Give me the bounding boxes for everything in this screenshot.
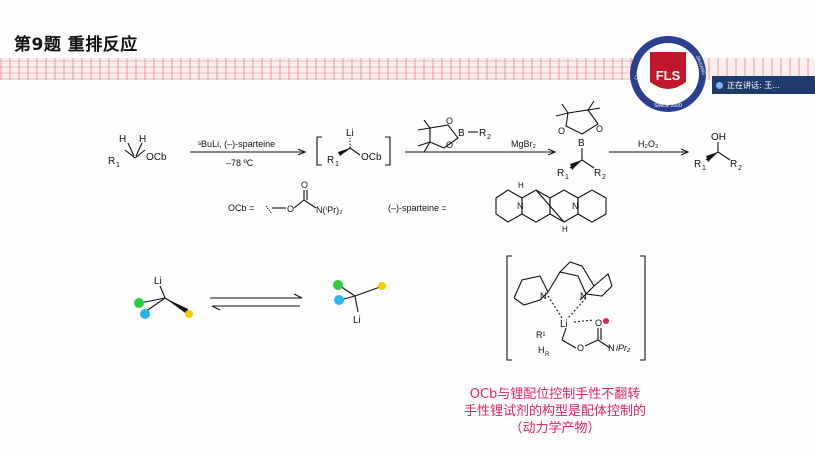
boronate-o1: O (446, 116, 453, 126)
yellow-substituent (185, 310, 193, 318)
intermediate-li: Li (346, 128, 354, 139)
speaking-indicator[interactable]: 正在讲话: 王... (712, 76, 815, 94)
reactant-r1: R (108, 156, 115, 167)
sparteine-h2: H (562, 225, 568, 234)
reactant-h2: H (139, 134, 146, 145)
boronate-r2-sub: 2 (487, 134, 491, 141)
reactant-r1-sub: 1 (116, 162, 120, 169)
logo-ring-right: JIAXIANG (695, 55, 707, 76)
logo-since: SINCE 2000 (654, 103, 682, 109)
step1-reagent: ˢBuLi, (–)-sparteine (198, 139, 275, 149)
note-line-1: OCb与锂配位控制手性不翻转 (469, 387, 641, 402)
left-li-label: Li (154, 276, 162, 287)
boronate-o2: O (446, 140, 453, 150)
complex-h: H (538, 345, 545, 355)
product2-r2: R (730, 159, 737, 170)
green-substituent (134, 298, 144, 308)
complex-n2: N (580, 291, 587, 301)
complex-ester-o: O (577, 343, 584, 353)
sparteine-n2: N (572, 201, 579, 211)
green-substituent-right (333, 280, 343, 290)
product1-o1: O (558, 126, 565, 136)
speaking-text: 正在讲话: 王... (727, 80, 780, 90)
h2o2-reagent: H₂O₂ (638, 139, 659, 149)
product2-r2-sub: 2 (738, 165, 742, 172)
product1-o2: O (596, 124, 603, 134)
mgbr2-reagent: MgBr₂ (511, 139, 537, 149)
intermediate-r1: R (327, 155, 334, 166)
note-line-3: （动力学产物） (509, 421, 601, 436)
complex-n-ipr: N (608, 343, 615, 353)
reactant-h1: H (119, 134, 126, 145)
product1-r1-sub: 1 (565, 174, 569, 181)
product2-r1-sub: 1 (702, 165, 706, 172)
page-title: 第9题 重排反应 (14, 35, 138, 55)
product2-oh: OH (711, 132, 726, 143)
header-banner-right (690, 58, 815, 80)
complex-li: Li (560, 319, 568, 330)
ocb-definition-label: OCb = (228, 203, 254, 213)
ocb-amine: N(ⁱPr)₂ (316, 205, 343, 215)
ocb-ester-o: O (287, 204, 294, 214)
note-line-2: 手性锂试剂的构型是配体控制的 (463, 404, 646, 419)
product1-r1: R (557, 168, 564, 179)
cyan-substituent (140, 309, 150, 319)
complex-h-sub: R (545, 352, 550, 358)
boronate-r2: R (479, 128, 486, 139)
school-logo: FLS CHENGDU JIAXIANG SINCE 2000 (630, 36, 707, 112)
intermediate-r1-sub: 1 (335, 161, 339, 168)
ocb-carbonyl-o: O (301, 180, 308, 190)
sparteine-h1: H (518, 181, 524, 190)
notes: OCb与锂配位控制手性不翻转 手性锂试剂的构型是配体控制的 （动力学产物） (430, 386, 680, 437)
intermediate-ocb: OCb (361, 152, 382, 163)
logo-text: FLS (656, 68, 681, 83)
product1-b: B (578, 138, 585, 149)
reactant-ocb: OCb (146, 152, 167, 163)
product1-r2-sub: 2 (602, 174, 606, 181)
cyan-substituent-right (334, 295, 344, 305)
product2-r1: R (694, 159, 701, 170)
red-marker (603, 318, 609, 324)
yellow-substituent-right (378, 282, 386, 290)
product1-r2: R (594, 168, 601, 179)
right-li-label: Li (353, 315, 361, 326)
step1-temperature: –78 ºC (226, 158, 254, 168)
complex-n1: N (540, 291, 547, 301)
complex-carbonyl-o: O (595, 318, 602, 328)
complex-r1: R¹ (536, 330, 546, 340)
complex-ipr: iPr₂ (616, 343, 631, 353)
header-banner (0, 58, 640, 80)
boronate-b: B (458, 128, 465, 139)
microphone-icon (716, 81, 723, 89)
sparteine-label: (–)-sparteine = (388, 203, 447, 213)
sparteine-n1: N (517, 201, 524, 211)
